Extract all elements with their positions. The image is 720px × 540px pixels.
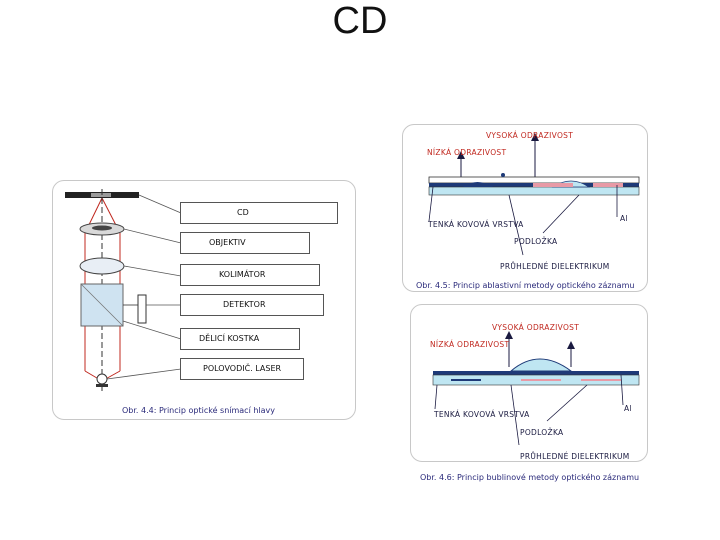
caption-fig-4-6: Obr. 4.6: Princip bublinové metody optic… — [420, 473, 640, 482]
bubble-method-drawing — [432, 331, 640, 446]
label-high-reflect-top: VYSOKÁ ODRAZIVOST — [486, 131, 574, 140]
optical-head-drawing — [65, 189, 182, 391]
label-low-reflect-bottom: NÍZKÁ ODRAZIVOST — [430, 340, 510, 349]
label-dielectric-bottom: PRŮHLEDNÉ DIELEKTRIKUM — [520, 452, 630, 461]
ablative-method-drawing — [428, 133, 640, 256]
label-substrate-bottom: PODLOŽKA — [520, 428, 564, 437]
label-al-top: Al — [620, 214, 628, 223]
label-thin-layer-bottom: TENKÁ KOVOVÁ VRSTVA — [434, 410, 530, 419]
label-kolimator: KOLIMÁTOR — [180, 264, 320, 286]
ablative-method-panel — [402, 124, 648, 292]
label-thin-layer-top: TENKÁ KOVOVÁ VRSTVA — [428, 220, 524, 229]
label-detektor: DETEKTOR — [180, 294, 324, 316]
label-delici-kostka: DĚLICÍ KOSTKA — [180, 328, 300, 350]
label-dielectric-top: PRŮHLEDNÉ DIELEKTRIKUM — [500, 262, 610, 271]
caption-fig-4-5: Obr. 4.5: Princip ablastivní metody opti… — [416, 281, 635, 290]
label-low-reflect-top: NÍZKÁ ODRAZIVOST — [427, 148, 507, 157]
label-polovodic-laser: POLOVODIČ. LASER — [180, 358, 304, 380]
bubble-method-panel — [410, 304, 648, 462]
collimator-lens-shape — [79, 257, 125, 275]
label-substrate-top: PODLOŽKA — [514, 237, 558, 246]
page-title: CD — [332, 0, 388, 42]
label-al-bottom: Al — [624, 404, 632, 413]
label-high-reflect-bottom: VYSOKÁ ODRAZIVOST — [492, 323, 580, 332]
label-cd: CD — [180, 202, 338, 224]
label-objektiv: OBJEKTIV — [180, 232, 310, 254]
detector-shape — [137, 294, 147, 324]
laser-diode-shape — [96, 373, 108, 385]
caption-fig-4-4: Obr. 4.4: Princip optické snímací hlavy — [122, 406, 276, 415]
